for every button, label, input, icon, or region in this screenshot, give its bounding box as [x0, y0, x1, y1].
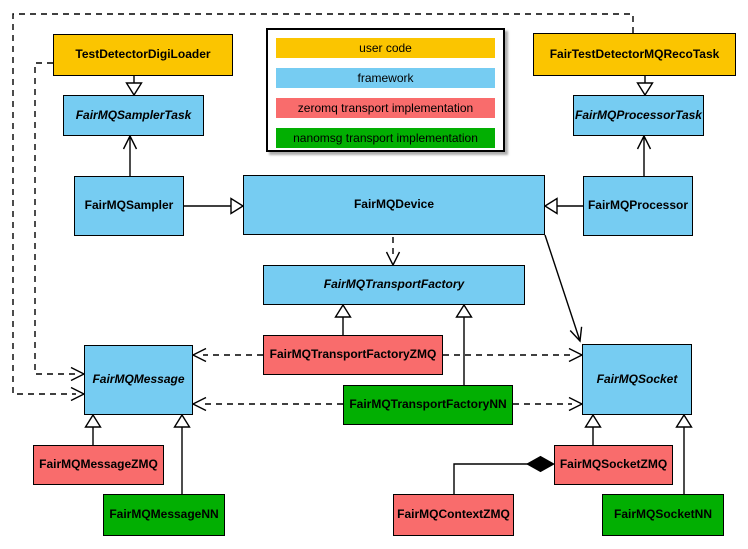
edge-generalization-fairmqtransportfactorynn-fairmqtransportfactory: [455, 303, 473, 385]
node-fairmqdevice: FairMQDevice: [243, 175, 545, 235]
edge-dependency-fairmqtransportfactorynn-fairmqmessage: [191, 396, 343, 412]
legend-item-user-code: user code: [276, 38, 495, 58]
node-fairmqsamplertask: FairMQSamplerTask: [63, 95, 204, 136]
edge-generalization-fairmqsampler-fairmqdevice: [184, 197, 245, 215]
legend-item-zeromq: zeromq transport implementation: [276, 98, 495, 118]
node-fairmqcontextzmq: FairMQContextZMQ: [393, 494, 514, 536]
edge-generalization-fairmqprocessor-fairmqdevice: [543, 197, 583, 215]
node-fairmqsocketzmq: FairMQSocketZMQ: [554, 445, 673, 485]
edge-generalization-fairmqmessagenn-fairmqmessage: [173, 413, 191, 494]
node-fairmqprocessortask: FairMQProcessorTask: [573, 95, 704, 136]
edge-generalization-fairmqmessagezmq-fairmqmessage: [84, 413, 102, 445]
legend-item-framework: framework: [276, 68, 495, 88]
edge-generalization-fairmqsocketnn-fairmqsocket: [675, 413, 693, 494]
edge-generalization-fairtestdetectormqrecotask-fairmqprocessortask: [636, 76, 654, 97]
node-fairmqsampler: FairMQSampler: [74, 176, 184, 236]
node-fairmqmessage: FairMQMessage: [84, 345, 193, 415]
edge-association-fairmqprocessor-fairmqprocessortask: [636, 134, 652, 176]
node-fairmqtransportfactory: FairMQTransportFactory: [263, 265, 525, 305]
edge-composition-fairmqcontextzmq-fairmqsocketzmq: [453, 455, 556, 494]
node-testdetectordigiloader: TestDetectorDigiLoader: [53, 34, 233, 76]
node-fairmqtransportfactorynn: FairMQTransportFactoryNN: [343, 385, 513, 425]
node-fairmqsocket: FairMQSocket: [582, 344, 692, 415]
node-fairmqprocessor: FairMQProcessor: [583, 176, 693, 236]
edge-association-fairmqsampler-fairmqsamplertask: [122, 134, 138, 176]
legend: user code framework zeromq transport imp…: [266, 28, 505, 152]
edge-generalization-fairmqtransportfactoryzmq-fairmqtransportfactory: [334, 303, 352, 335]
node-fairmqmessagezmq: FairMQMessageZMQ: [33, 445, 164, 485]
edge-dependency-fairmqtransportfactorynn-fairmqsocket: [513, 396, 584, 412]
edge-dependency-fairmqdevice-fairmqtransportfactory: [385, 237, 401, 267]
node-fairmqmessagenn: FairMQMessageNN: [103, 494, 225, 536]
edge-generalization-fairmqsocketzmq-fairmqsocket: [584, 413, 602, 445]
edge-generalization-testdetectordigiloader-fairmqsamplertask: [125, 76, 143, 97]
node-fairmqsocketnn: FairMQSocketNN: [602, 494, 724, 536]
legend-item-nanomsg: nanomsg transport implementation: [276, 128, 495, 148]
edge-association-fairmqdevice-fairmqsocket: [544, 234, 583, 343]
node-fairmqtransportfactoryzmq: FairMQTransportFactoryZMQ: [263, 335, 443, 375]
node-fairtestdetectormqrecotask: FairTestDetectorMQRecoTask: [533, 33, 736, 76]
edge-dependency-fairmqtransportfactoryzmq-fairmqmessage: [191, 347, 263, 363]
